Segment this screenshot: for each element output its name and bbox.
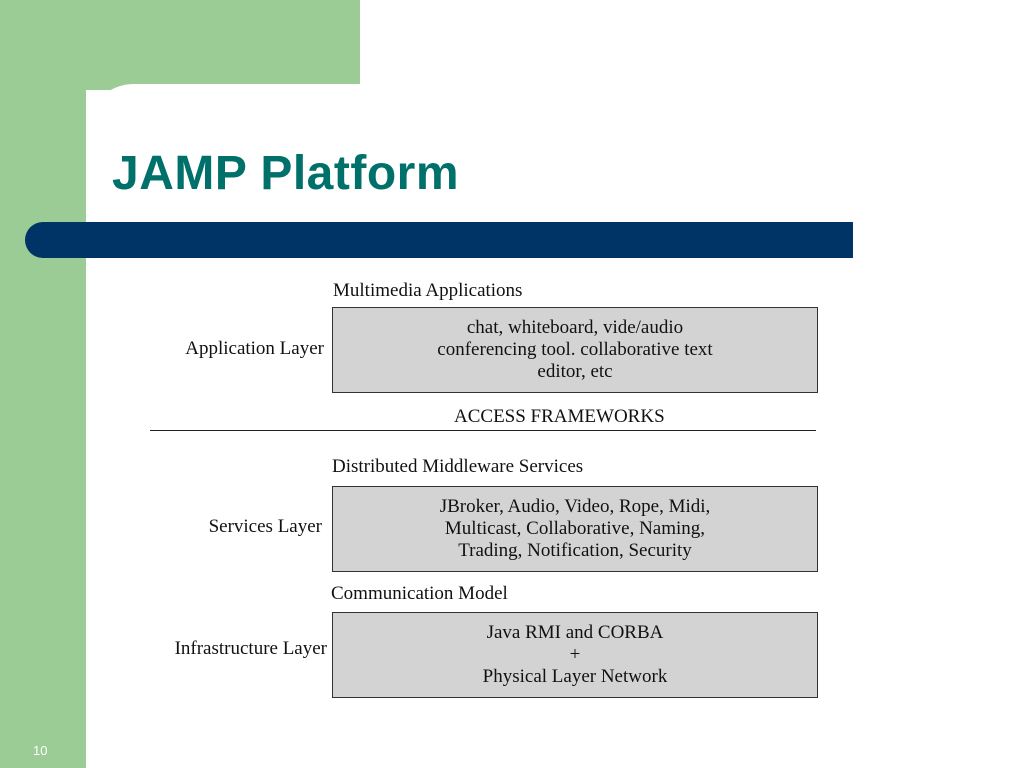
services-line-1: JBroker, Audio, Video, Rope, Midi, (439, 496, 711, 517)
frame-green-left (0, 0, 86, 768)
box-services-layer-text: JBroker, Audio, Video, Rope, Midi, Multi… (440, 496, 711, 562)
slide-title: JAMP Platform (112, 147, 460, 200)
layer-divider-line (150, 430, 816, 431)
infra-line-3: Physical Layer Network (482, 666, 668, 687)
app-line-2: conferencing tool. collaborative text (437, 339, 713, 360)
box-services-layer: JBroker, Audio, Video, Rope, Midi, Multi… (332, 486, 818, 572)
infra-line-2: + (569, 644, 581, 665)
services-line-2: Multicast, Collaborative, Naming, (444, 518, 706, 539)
label-services-layer: Services Layer (208, 516, 322, 537)
heading-access-frameworks: ACCESS FRAMEWORKS (454, 406, 665, 427)
app-line-1: chat, whiteboard, vide/audio (466, 317, 684, 338)
box-application-layer: chat, whiteboard, vide/audio conferencin… (332, 307, 818, 393)
heading-multimedia-applications: Multimedia Applications (333, 280, 523, 301)
box-application-layer-text: chat, whiteboard, vide/audio conferencin… (437, 317, 712, 383)
services-line-3: Trading, Notification, Security (458, 540, 692, 561)
label-application-layer: Application Layer (185, 338, 324, 359)
heading-communication-model: Communication Model (331, 583, 508, 604)
slide-page-number: 10 (33, 743, 48, 758)
box-infrastructure-layer-text: Java RMI and CORBA + Physical Layer Netw… (483, 622, 668, 688)
box-infrastructure-layer: Java RMI and CORBA + Physical Layer Netw… (332, 612, 818, 698)
heading-distributed-middleware-services: Distributed Middleware Services (332, 456, 584, 477)
infra-line-1: Java RMI and CORBA (486, 622, 664, 643)
title-underline-bar (25, 222, 853, 258)
label-infrastructure-layer: Infrastructure Layer (174, 638, 327, 659)
app-line-3: editor, etc (537, 361, 613, 382)
